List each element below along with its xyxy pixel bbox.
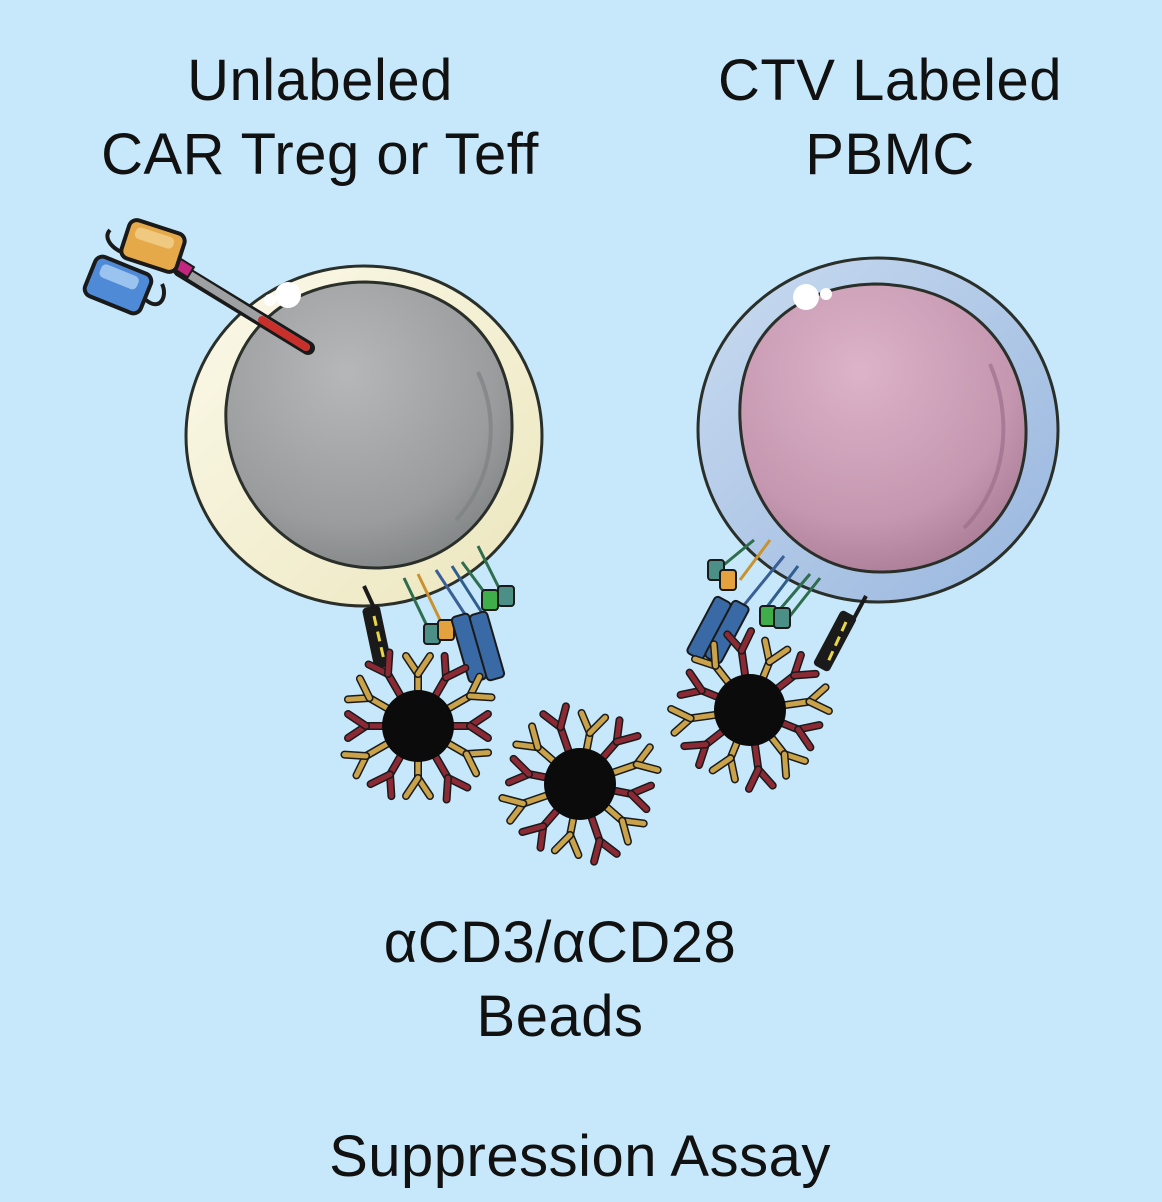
- antibody-icon: [366, 747, 407, 801]
- pbmc-nucleus: [738, 282, 1028, 574]
- bead-core: [714, 674, 786, 746]
- antibody-icon: [667, 704, 725, 737]
- bead-icon: [340, 648, 496, 804]
- bead-icon: [498, 702, 662, 866]
- treg-highlight: [275, 282, 301, 308]
- pbmc-highlight-small: [820, 288, 832, 300]
- treg-highlight-small: [264, 294, 276, 306]
- antibody-icon: [364, 648, 407, 705]
- pbmc-nucleus-shade: [962, 363, 1006, 530]
- bead-icon: [667, 627, 833, 793]
- tcr-complex-icon: [362, 545, 515, 684]
- antibody-icon: [550, 809, 583, 860]
- antibody-icon: [708, 733, 743, 784]
- antibody-icon: [680, 724, 731, 770]
- label-pbmc: CTV Labeled PBMC: [640, 44, 1140, 192]
- car-receptor-icon: [82, 218, 315, 355]
- bead-core: [544, 748, 616, 820]
- label-pbmc-line2: PBMC: [805, 122, 975, 187]
- car-treg-cell: [184, 264, 544, 608]
- label-beads-line2: Beads: [476, 984, 644, 1049]
- bead-core: [382, 690, 454, 762]
- label-beads: αCD3/αCD28 Beads: [330, 906, 790, 1054]
- label-pbmc-line1: CTV Labeled: [717, 48, 1063, 113]
- label-car-treg-line2: CAR Treg or Teff: [101, 122, 539, 187]
- label-suppression-assay: Suppression Assay: [329, 1124, 831, 1189]
- antibody-icon: [764, 729, 810, 780]
- pbmc-highlight: [793, 284, 819, 310]
- cd28-receptor-icon: [686, 538, 868, 672]
- antibody-icon: [690, 640, 736, 691]
- treg-nucleus-shade: [454, 371, 493, 522]
- antibody-icon: [723, 627, 756, 685]
- label-car-treg-line1: Unlabeled: [187, 48, 453, 113]
- pbmc-cell: [696, 256, 1060, 604]
- treg-nucleus: [224, 280, 514, 570]
- label-car-treg: Unlabeled CAR Treg or Teff: [40, 44, 600, 192]
- label-beads-line1: αCD3/αCD28: [383, 910, 737, 975]
